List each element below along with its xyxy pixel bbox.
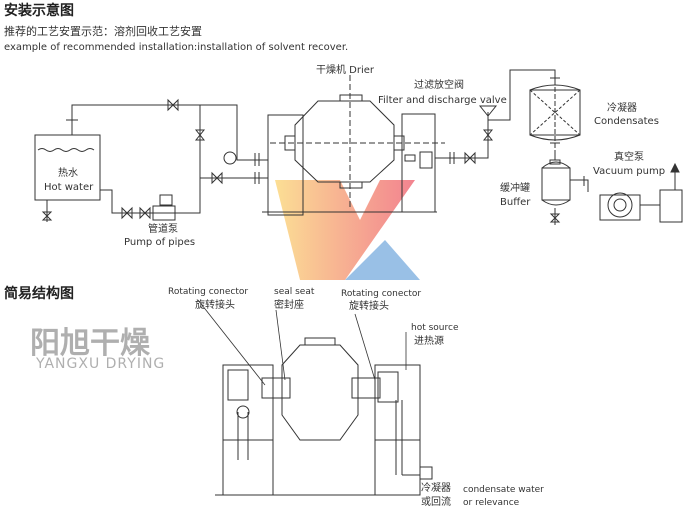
watermark-text-cn: 阳旭干燥 — [30, 326, 150, 361]
valve-cn: 过滤放空阀 — [414, 80, 464, 91]
vacuum-en: Vacuum pump — [593, 166, 666, 177]
condenser-en: Condensates — [594, 116, 659, 127]
condensate-water-en: condensate water — [463, 485, 544, 495]
buffer-tank — [541, 167, 571, 201]
structure-vessel — [281, 344, 359, 441]
vacuum-pump — [607, 192, 633, 218]
hot-water-en: Hot water — [44, 182, 94, 193]
condenser-cn: 冷凝器 — [607, 103, 637, 114]
watermark-text-en: YANGXU DRYING — [36, 356, 166, 372]
rotating-connector-1-cn: 旋转接头 — [195, 300, 235, 311]
drier-left-frame — [267, 114, 304, 216]
rotating-connector-2-en: Rotating conector — [341, 289, 422, 299]
structure-title: 简易结构图 — [4, 286, 74, 302]
rotating-connector-2-cn: 旋转接头 — [349, 301, 389, 312]
drier-label: 干燥机 Drier — [316, 65, 375, 76]
hot-water-tank — [34, 134, 101, 201]
seal-seat-en: seal seat — [274, 287, 315, 297]
pipe-pump — [152, 205, 176, 221]
condenser-return-cn-1: 冷凝器 — [421, 483, 451, 494]
page-title: 安装示意图 — [4, 3, 74, 19]
pump-en: Pump of pipes — [124, 237, 196, 248]
subtitle-en: example of recommended installation:inst… — [4, 42, 349, 53]
drier-right-frame — [401, 113, 436, 213]
hot-water-cn: 热水 — [58, 168, 78, 179]
buffer-en: Buffer — [500, 197, 531, 208]
pump-cn: 管道泵 — [148, 224, 178, 235]
valve-en: Filter and discharge valve — [378, 95, 507, 106]
vacuum-cn: 真空泵 — [614, 152, 644, 163]
relevance-en: or relevance — [463, 498, 520, 508]
condenser-return-cn-2: 或回流 — [421, 497, 451, 508]
buffer-cn: 缓冲罐 — [500, 183, 530, 194]
hot-source-cn: 进热源 — [414, 336, 444, 347]
hot-source-en: hot source — [411, 323, 459, 333]
subtitle-cn: 推荐的工艺安置示范：溶剂回收工艺安置 — [4, 25, 202, 38]
drier-vessel — [294, 100, 395, 183]
rotating-connector-1-en: Rotating conector — [168, 287, 249, 297]
seal-seat-cn: 密封座 — [274, 300, 304, 311]
